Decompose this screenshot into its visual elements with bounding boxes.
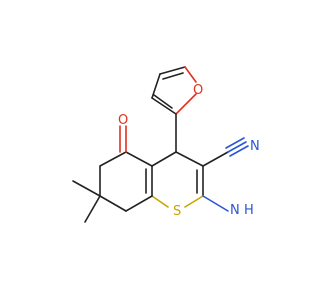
bond-c4-c3 [175,151,204,167]
atom-nh2-n: N [230,203,240,218]
bond-nitrile-2 [225,137,245,149]
bond-furan-o-c2 [175,93,197,115]
bond-c2-nh2 [202,195,229,212]
bond-furan-c5-o [184,66,197,83]
atom-s-ring: S [173,204,181,219]
bond-s-c8a [151,195,169,208]
atom-labels: O O N N H S [118,83,260,219]
bond-c7-me1 [72,180,101,197]
atom-o-ketone: O [118,113,128,128]
bond-furan-c2-c3 [151,97,177,115]
bond-c5-c6 [99,151,127,167]
bond-c3-cn [202,151,229,167]
bond-c8-c8a [125,195,153,212]
bond-furan-c3-c4 [151,73,161,99]
bond-c2-s [184,195,204,208]
atom-nh2: N H [230,203,254,218]
molecule-structure: O O N N H S [72,66,260,223]
atom-o-furan: O [193,83,203,98]
atom-nh2-h: H [244,203,254,218]
bond-c4a-c5 [125,151,153,167]
bond-nitrile-3 [229,145,249,157]
bond-c7-c8 [99,195,127,212]
bond-furan-c2-c3-double [153,94,173,109]
bond-furan-c4-c5-double [162,72,184,80]
bond-c7-me2 [84,195,101,223]
atom-n-nitrile: N [250,139,260,154]
molecule-diagram: O O N N H S [72,66,260,223]
bond-c4-c4a [151,151,177,167]
bond-nitrile-1 [227,141,247,153]
bonds [72,66,249,223]
bond-furan-c4-c5 [159,66,186,75]
